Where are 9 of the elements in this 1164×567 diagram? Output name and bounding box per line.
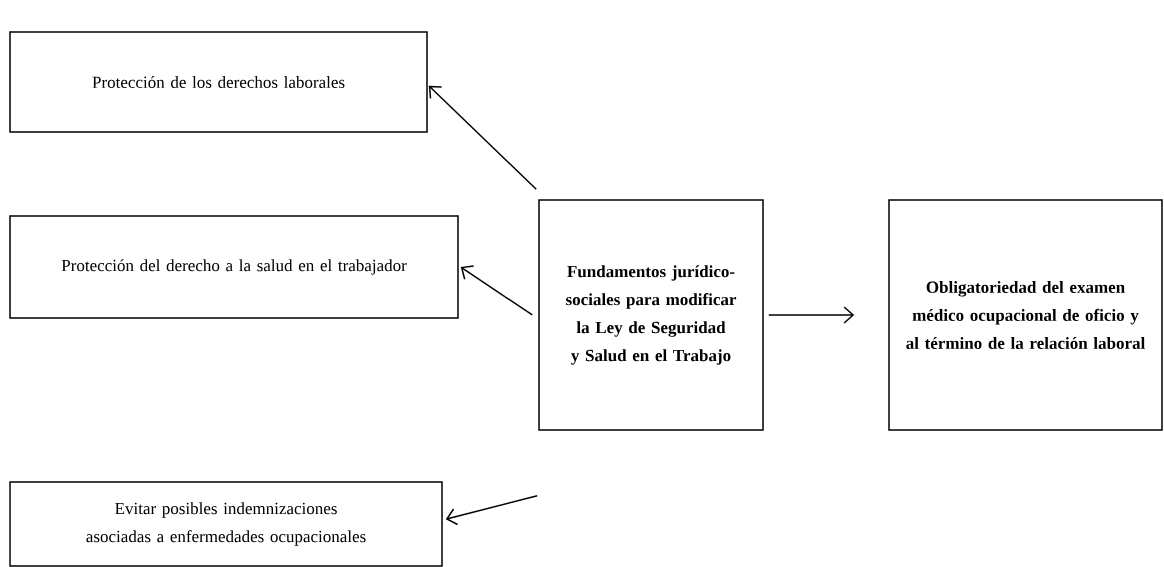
text-box: Evitar posibles indemnizaciones asociadas a enfermedades ocupacionales (9, 481, 443, 567)
text-box: Protección del derecho a la salud en el trabajador (9, 215, 459, 319)
text-box: Protección de los derechos laborales (9, 31, 428, 133)
text-box: Fundamentos jurídico-sociales para modificar la Ley de Seguridad y Salud en el Trabajo (538, 199, 764, 431)
arrow (428, 85, 537, 190)
arrow (445, 495, 538, 526)
text-box: Obligatoriedad del examen médico ocupacional de oficio y al término de la relación laboral (888, 199, 1163, 431)
arrow (768, 306, 855, 324)
arrow (460, 265, 533, 316)
